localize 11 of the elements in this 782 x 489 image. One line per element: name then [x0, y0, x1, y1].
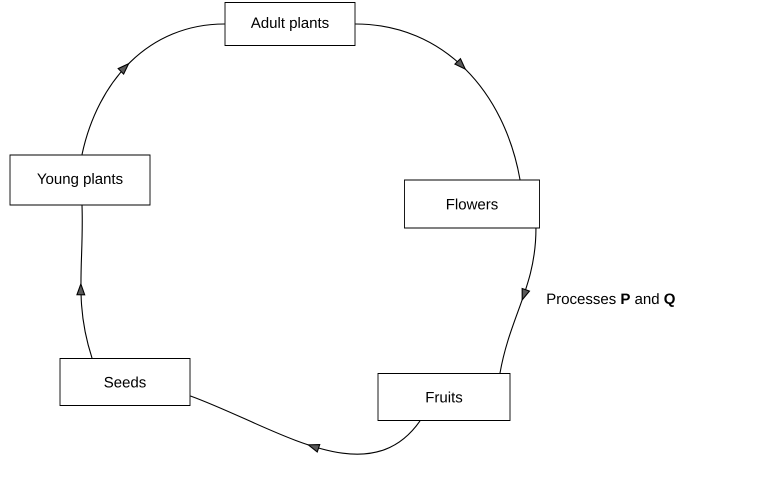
stage-box: Young plants: [10, 154, 150, 206]
stage-box: Seeds: [60, 358, 190, 406]
arrow: [76, 205, 93, 358]
stage-box: Fruits: [378, 373, 510, 421]
stage-box: Adult plants: [224, 2, 356, 46]
arrow: [499, 228, 536, 374]
stage-box: Flowers: [404, 180, 540, 228]
arrow: [190, 395, 420, 455]
edge-label: Processes P and Q: [547, 293, 675, 307]
arrow: [355, 23, 521, 180]
arrow: [81, 23, 225, 155]
